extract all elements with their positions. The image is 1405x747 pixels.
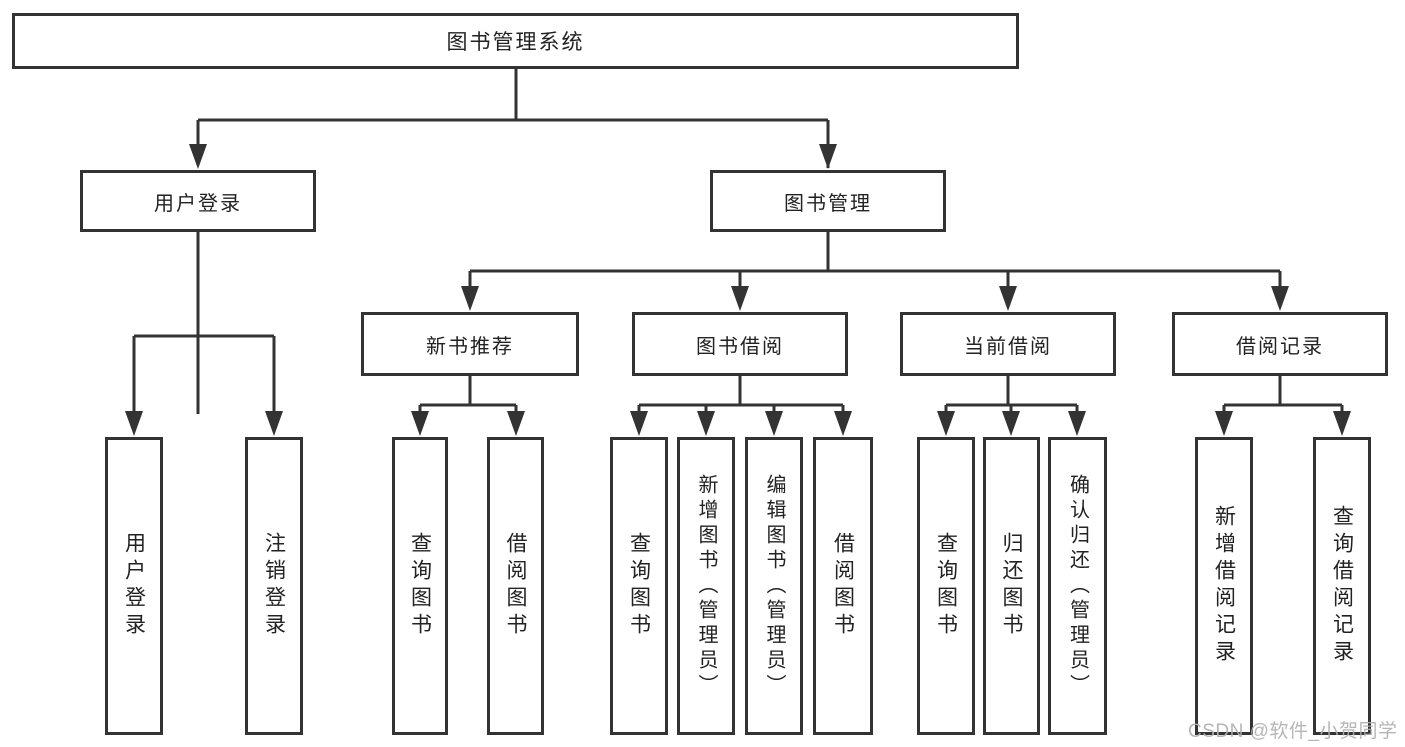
node-label: 借阅图书 bbox=[504, 532, 527, 640]
leaf-logout: 注销登录 bbox=[245, 437, 303, 735]
node-user-login-branch: 用户登录 bbox=[80, 170, 316, 232]
leaf-user-login: 用户登录 bbox=[105, 437, 163, 735]
node-label: 用户登录 bbox=[154, 192, 242, 215]
node-current-borrowing: 当前借阅 bbox=[900, 312, 1116, 376]
node-label: 查询图书 bbox=[934, 532, 958, 640]
leaf-edit-book-admin: 编辑图书（管理员） bbox=[745, 437, 803, 735]
node-label: 归还图书 bbox=[1000, 532, 1023, 640]
node-book-borrowing: 图书借阅 bbox=[632, 312, 848, 376]
leaf-add-borrow-record: 新增借阅记录 bbox=[1195, 437, 1253, 735]
leaf-borrow-books-borrowing: 借阅图书 bbox=[813, 437, 873, 735]
leaf-query-books-recommend: 查询图书 bbox=[392, 437, 448, 735]
node-label: 新增借阅记录 bbox=[1212, 505, 1236, 667]
node-new-book-recommend: 新书推荐 bbox=[361, 312, 579, 376]
node-book-management-branch: 图书管理 bbox=[710, 170, 946, 232]
node-borrowing-records: 借阅记录 bbox=[1172, 312, 1388, 376]
node-label: 注销登录 bbox=[262, 532, 286, 640]
node-label: 借阅记录 bbox=[1236, 335, 1324, 358]
node-label: 图书借阅 bbox=[696, 335, 784, 358]
node-label: 新书推荐 bbox=[426, 335, 514, 358]
leaf-query-books-current: 查询图书 bbox=[917, 437, 975, 735]
node-label: 新增图书（管理员） bbox=[695, 473, 717, 699]
node-label: 用户登录 bbox=[122, 532, 146, 640]
csdn-watermark: CSDN @软件_小贺同学 bbox=[1188, 721, 1398, 742]
node-label: 查询借阅记录 bbox=[1330, 505, 1354, 667]
node-library-management-system: 图书管理系统 bbox=[12, 13, 1019, 69]
node-label: 查询图书 bbox=[627, 532, 651, 640]
node-label: 确认归还（管理员） bbox=[1066, 473, 1089, 699]
node-label: 编辑图书（管理员） bbox=[763, 473, 785, 699]
leaf-query-borrow-record: 查询借阅记录 bbox=[1313, 437, 1371, 735]
leaf-add-book-admin: 新增图书（管理员） bbox=[677, 437, 735, 735]
node-label: 当前借阅 bbox=[964, 335, 1052, 358]
leaf-return-book: 归还图书 bbox=[983, 437, 1040, 735]
leaf-confirm-return-admin: 确认归还（管理员） bbox=[1048, 437, 1107, 735]
node-label: 图书管理系统 bbox=[446, 31, 585, 54]
node-label: 查询图书 bbox=[408, 532, 432, 640]
node-label: 图书管理 bbox=[784, 192, 872, 215]
leaf-borrow-books-recommend: 借阅图书 bbox=[487, 437, 544, 735]
leaf-query-books-borrowing: 查询图书 bbox=[610, 437, 668, 735]
node-label: 借阅图书 bbox=[831, 532, 855, 640]
arrowheads bbox=[125, 144, 1351, 436]
